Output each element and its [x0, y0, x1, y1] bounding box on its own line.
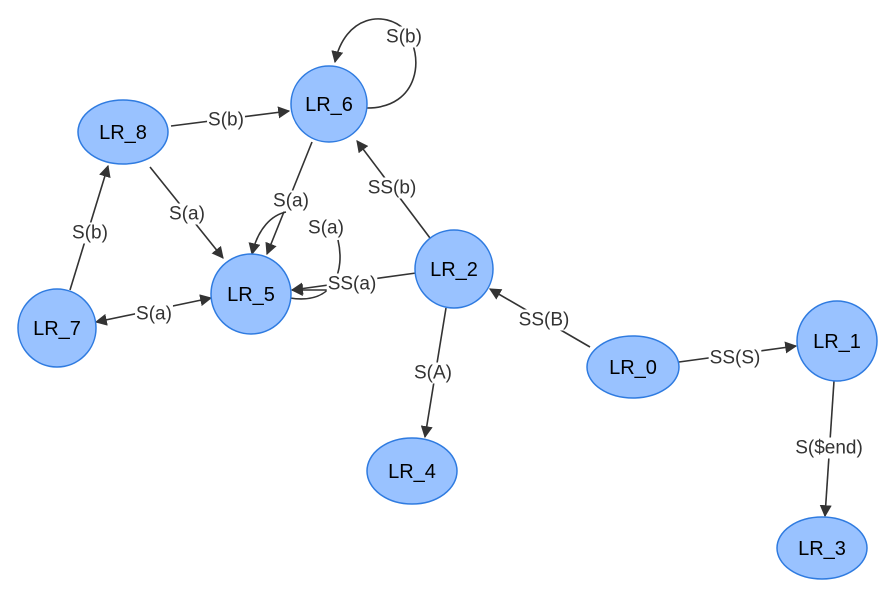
node-ellipse [210, 253, 292, 335]
edge-arrow [248, 211, 287, 256]
edge-lr2-lr6: SS(b) [356, 140, 431, 239]
edge-label: SS(b) [368, 178, 417, 199]
state-node-lr8[interactable]: LR_8 [77, 99, 169, 165]
state-node-lr4[interactable]: LR_4 [366, 437, 458, 505]
edge-label: S(b) [386, 27, 422, 48]
state-node-lr1[interactable]: LR_1 [796, 300, 878, 382]
state-node-lr5[interactable]: LR_5 [210, 253, 292, 335]
node-ellipse [366, 437, 458, 505]
edge-lr1-lr3: S($end) [794, 380, 864, 518]
node-label: LR_5 [227, 284, 275, 306]
edge-label: S(a) [273, 191, 309, 212]
edge-lr2-lr4: S(A) [413, 307, 453, 439]
edge-label: S(b) [208, 110, 244, 131]
node-ellipse [77, 99, 169, 165]
edge-lr0-lr1: SS(S) [678, 341, 798, 369]
edge-lr2-lr5: SS(a) [290, 272, 417, 295]
node-ellipse [17, 288, 97, 368]
edge-label: S(A) [414, 363, 452, 384]
node-label: LR_6 [305, 94, 353, 116]
edge-lr0-lr2: SS(B) [488, 288, 591, 348]
edge-label: S(a) [136, 304, 172, 325]
edge-lr8-lr5: S(a) [149, 166, 224, 259]
node-label: LR_1 [813, 331, 861, 353]
node-label: LR_2 [430, 259, 478, 281]
edge-label: S(a) [169, 204, 205, 225]
node-ellipse [414, 229, 494, 309]
node-label: LR_4 [388, 461, 436, 483]
edge-label: SS(B) [519, 310, 570, 331]
node-ellipse [290, 65, 368, 143]
node-label: LR_8 [99, 122, 147, 144]
node-ellipse [796, 300, 878, 382]
edge-lr6-lr5 [248, 211, 287, 256]
edge-label: S(a) [308, 218, 344, 239]
edge-lr7-lr5: S(a) [94, 294, 213, 326]
state-node-lr2[interactable]: LR_2 [414, 229, 494, 309]
node-ellipse [586, 335, 680, 399]
state-node-lr7[interactable]: LR_7 [17, 288, 97, 368]
node-label: LR_3 [798, 538, 846, 560]
edge-lr6-loop: S(b) [331, 18, 423, 109]
edge-lr7-lr8: S(b) [69, 164, 111, 291]
edge-lr8-lr6: S(b) [170, 106, 291, 131]
state-node-lr0[interactable]: LR_0 [586, 335, 680, 399]
node-label: LR_7 [33, 318, 81, 340]
state-node-lr6[interactable]: LR_6 [290, 65, 368, 143]
edge-label: SS(a) [328, 274, 377, 295]
edge-lr6-lr5: S(a) [265, 141, 313, 256]
edge-label: S(b) [72, 223, 108, 244]
edge-label: S($end) [795, 438, 863, 459]
edge-label: SS(S) [710, 348, 761, 369]
state-node-lr3[interactable]: LR_3 [776, 516, 868, 580]
node-label: LR_0 [609, 357, 657, 379]
node-ellipse [776, 516, 868, 580]
